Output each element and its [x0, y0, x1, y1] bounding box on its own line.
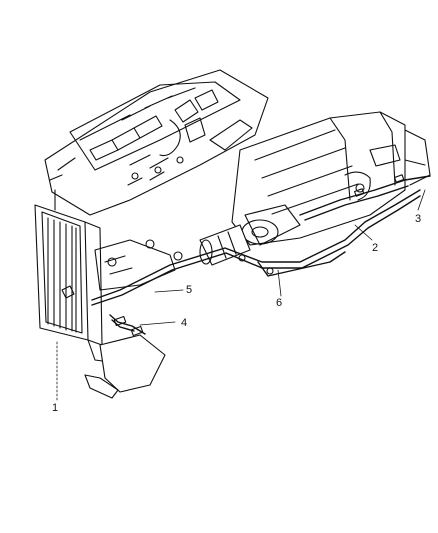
callout-6: 6: [276, 297, 283, 309]
cooler-lines: [91, 175, 431, 335]
callout-1: 1: [52, 402, 59, 414]
starter-motor: [199, 224, 251, 266]
callout-4: 4: [181, 317, 188, 329]
leader-lines: [56, 189, 426, 401]
callout-3: 3: [415, 213, 422, 225]
radiator: [34, 204, 111, 363]
callout-2: 2: [372, 242, 379, 254]
engine-block: [44, 69, 269, 216]
callout-5: 5: [186, 284, 193, 296]
lower-frame: [84, 239, 183, 399]
line-fittings: [113, 174, 405, 337]
transmission-case: [231, 111, 431, 246]
